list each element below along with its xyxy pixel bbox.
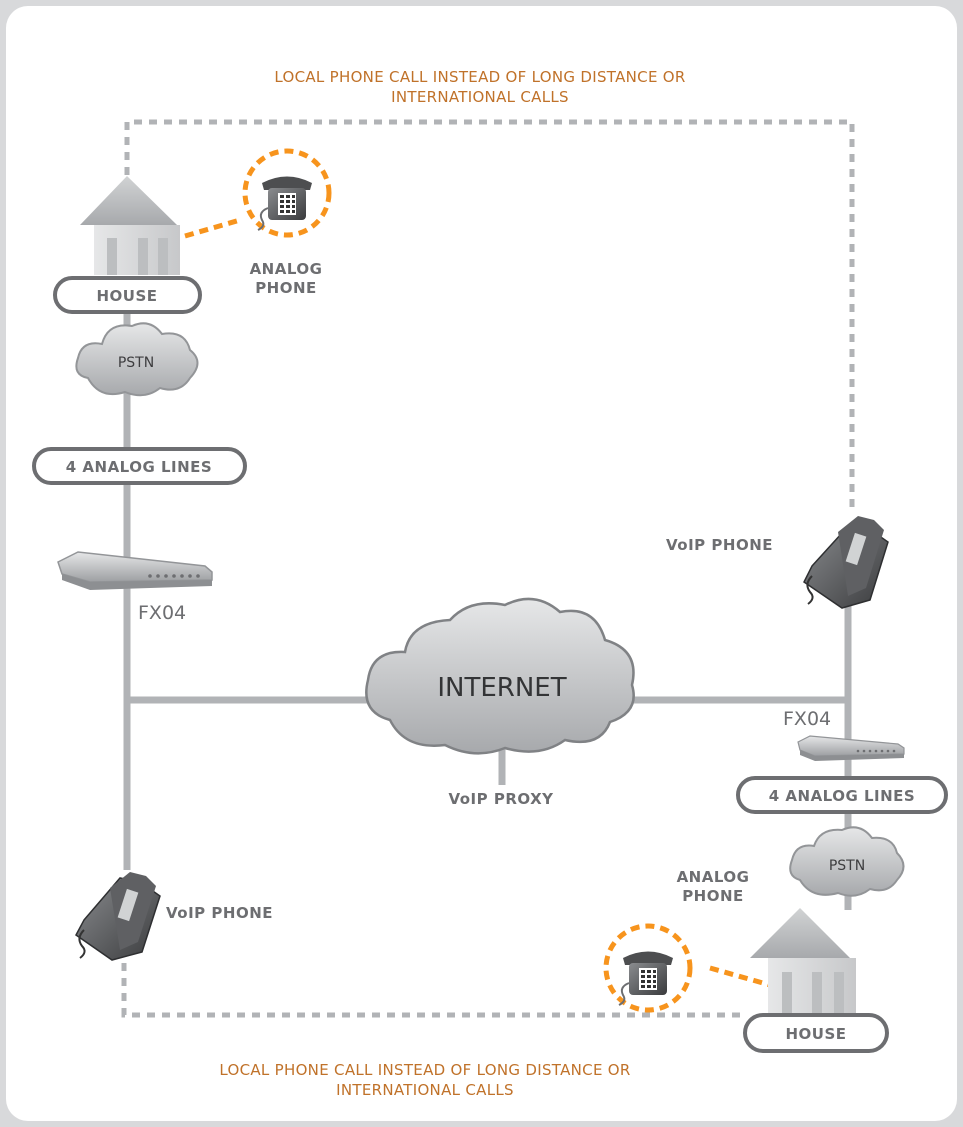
right-house-badge	[743, 1013, 889, 1053]
right-pstn-label: PSTN	[829, 858, 865, 874]
left-analog-phone-label-line2: PHONE	[255, 279, 317, 297]
right-house-label: HOUSE	[785, 1025, 846, 1043]
right-voip-phone	[803, 516, 889, 609]
right-analog-lines-badge	[736, 776, 948, 814]
right-analog-phone	[603, 923, 693, 1013]
left-house-roof	[80, 176, 177, 225]
internet-cloud	[365, 597, 635, 755]
left-fxo-device	[57, 551, 213, 590]
right-analog-phone-label-line2: PHONE	[682, 887, 744, 905]
bottom-note-line1: LOCAL PHONE CALL INSTEAD OF LONG DISTANC…	[219, 1061, 630, 1079]
left-fxo-label: FX04	[138, 602, 186, 624]
right-house	[750, 908, 856, 1020]
left-house	[80, 176, 180, 275]
left-voip-phone-label: VoIP PHONE	[166, 904, 273, 922]
right-fxo-label: FX04	[783, 708, 831, 730]
voip-proxy-label: VoIP PROXY	[448, 790, 554, 808]
right-analog-phone-label-line1: ANALOG	[677, 868, 750, 886]
left-house-label: HOUSE	[96, 287, 157, 305]
top-note-line1: LOCAL PHONE CALL INSTEAD OF LONG DISTANC…	[274, 68, 685, 86]
analog-phone-connectors	[184, 217, 771, 988]
right-voip-phone-label: VoIP PHONE	[666, 536, 773, 554]
left-pstn-label: PSTN	[118, 355, 154, 371]
right-pstn-cloud	[789, 826, 905, 897]
local-call-paths	[121, 119, 855, 1018]
left-house-badge	[53, 276, 202, 314]
left-voip-phone	[75, 872, 161, 961]
left-analog-lines-badge	[32, 447, 247, 485]
left-analog-phone	[242, 148, 332, 238]
right-fxo-device	[797, 735, 905, 761]
right-house-roof	[750, 908, 850, 958]
left-pstn-cloud	[75, 322, 199, 397]
top-note-line2: INTERNATIONAL CALLS	[391, 88, 569, 106]
bottom-note-line2: INTERNATIONAL CALLS	[336, 1081, 514, 1099]
right-analog-lines-label: 4 ANALOG LINES	[769, 787, 915, 805]
internet-label: INTERNET	[437, 673, 566, 703]
background-panel	[6, 6, 957, 1121]
left-analog-phone-label-line1: ANALOG	[250, 260, 323, 278]
left-analog-lines-label: 4 ANALOG LINES	[66, 458, 212, 476]
